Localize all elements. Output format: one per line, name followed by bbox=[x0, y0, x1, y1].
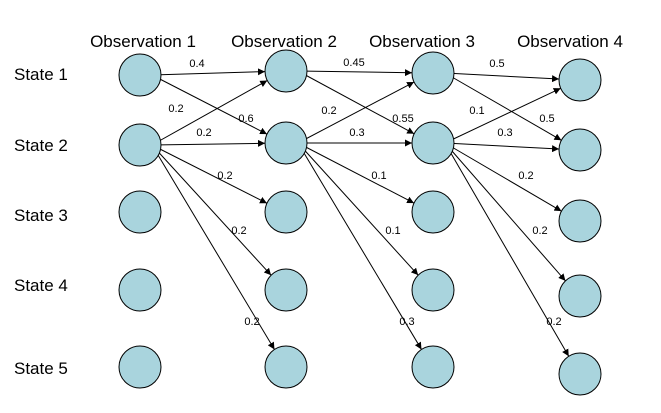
transition-arrow bbox=[151, 80, 268, 146]
transition-probability-label: 0.4 bbox=[189, 58, 204, 70]
transition-arrow bbox=[444, 142, 562, 212]
transition-probability-label: 0.45 bbox=[343, 57, 364, 69]
state-label-3: State 3 bbox=[14, 206, 68, 225]
state-node bbox=[264, 268, 308, 312]
state-node bbox=[264, 121, 308, 165]
transition-probability-label: 0.2 bbox=[168, 103, 183, 115]
transition-probability-label: 0.2 bbox=[546, 316, 561, 328]
transition-probability-label: 0.2 bbox=[231, 225, 246, 237]
state-node bbox=[411, 121, 455, 165]
transition-arrow bbox=[444, 87, 561, 144]
transition-probability-label: 0.55 bbox=[392, 113, 413, 125]
transition-labels: 0.4 0.6 0.2 0.2 0.2 0.2 0.2 0.45 0.55 0.2 0.3 0.1 0.… bbox=[168, 57, 561, 328]
transition-probability-label: 0.3 bbox=[349, 127, 364, 139]
transition-probability-label: 0.1 bbox=[371, 170, 386, 182]
transition-arrow bbox=[297, 142, 422, 350]
transition-arrow bbox=[444, 142, 560, 153]
transition-arrow bbox=[151, 68, 266, 76]
transition-arrow bbox=[151, 144, 275, 350]
transition-probability-label: 0.1 bbox=[385, 225, 400, 237]
state-node bbox=[558, 274, 602, 318]
transition-probability-label: 0.6 bbox=[238, 113, 253, 125]
state-node bbox=[411, 268, 455, 312]
state-node bbox=[264, 345, 308, 389]
transition-probability-label: 0.2 bbox=[217, 170, 232, 182]
state-nodes bbox=[118, 49, 602, 396]
transition-probability-label: 0.2 bbox=[321, 105, 336, 117]
transition-arrow bbox=[444, 142, 570, 357]
state-label-1: State 1 bbox=[14, 65, 68, 84]
state-node bbox=[118, 53, 162, 97]
transition-probability-label: 0.3 bbox=[497, 127, 512, 139]
state-node bbox=[558, 128, 602, 172]
transition-arrow bbox=[151, 144, 268, 204]
state-node bbox=[118, 268, 162, 312]
state-node bbox=[118, 123, 162, 167]
transition-arrow bbox=[297, 69, 413, 77]
state-node bbox=[411, 51, 455, 95]
state-label-5: State 5 bbox=[14, 359, 68, 378]
transition-probability-label: 0.2 bbox=[518, 170, 533, 182]
observation-header-4: Observation 4 bbox=[517, 32, 623, 51]
transition-probability-label: 0.5 bbox=[539, 113, 554, 125]
transition-probability-label: 0.2 bbox=[532, 225, 547, 237]
transition-probability-label: 0.5 bbox=[489, 58, 504, 70]
state-node bbox=[118, 190, 162, 234]
transition-arrow bbox=[444, 142, 566, 282]
state-node bbox=[558, 58, 602, 102]
state-node bbox=[264, 190, 308, 234]
transition-probability-label: 0.1 bbox=[469, 105, 484, 117]
transition-arrow bbox=[151, 144, 272, 276]
transition-arrow bbox=[297, 142, 415, 204]
transition-arrow bbox=[297, 81, 415, 144]
transition-arrow bbox=[151, 74, 268, 135]
transition-arrow bbox=[444, 72, 560, 83]
transition-probability-label: 0.3 bbox=[399, 316, 414, 328]
state-node bbox=[411, 345, 455, 389]
transition-edges bbox=[151, 68, 570, 357]
state-node bbox=[264, 49, 308, 93]
transition-arrow bbox=[151, 139, 266, 147]
transition-probability-label: 0.2 bbox=[244, 316, 259, 328]
observation-header-3: Observation 3 bbox=[369, 32, 475, 51]
transition-probability-label: 0.2 bbox=[196, 127, 211, 139]
state-node bbox=[558, 352, 602, 396]
observation-header-1: Observation 1 bbox=[90, 32, 196, 51]
transition-arrow bbox=[444, 72, 562, 141]
state-label-4: State 4 bbox=[14, 276, 68, 295]
state-node bbox=[118, 345, 162, 389]
transition-arrow bbox=[297, 70, 415, 135]
transition-arrow bbox=[297, 142, 419, 276]
state-node bbox=[558, 199, 602, 243]
state-label-2: State 2 bbox=[14, 136, 68, 155]
state-node bbox=[411, 190, 455, 234]
observation-header-2: Observation 2 bbox=[231, 32, 337, 51]
